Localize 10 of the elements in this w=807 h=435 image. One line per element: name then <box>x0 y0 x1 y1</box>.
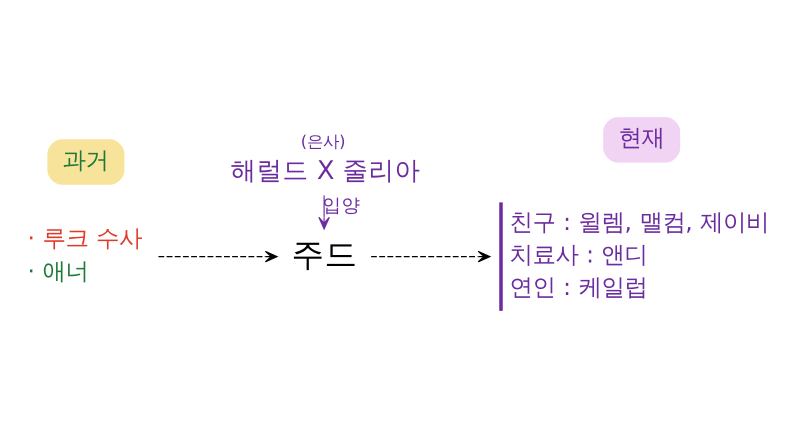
node-box: 과거 <box>47 139 124 185</box>
node-text: (은사) 해럴드 X 줄리아 <box>230 132 421 186</box>
arrow <box>158 250 278 262</box>
edge-label: 입양 <box>322 195 360 216</box>
node-text: · 루크 수사 · 애너 <box>28 224 142 285</box>
arrow <box>371 250 490 262</box>
node-text: 친구 : 윌렘, 맬컴, 제이비 치료사 : 앤디 연인 : 케일럽 <box>510 208 770 302</box>
node-box: 현재 <box>603 117 680 163</box>
node-text: 주드 <box>291 235 358 274</box>
arrow <box>318 195 330 230</box>
